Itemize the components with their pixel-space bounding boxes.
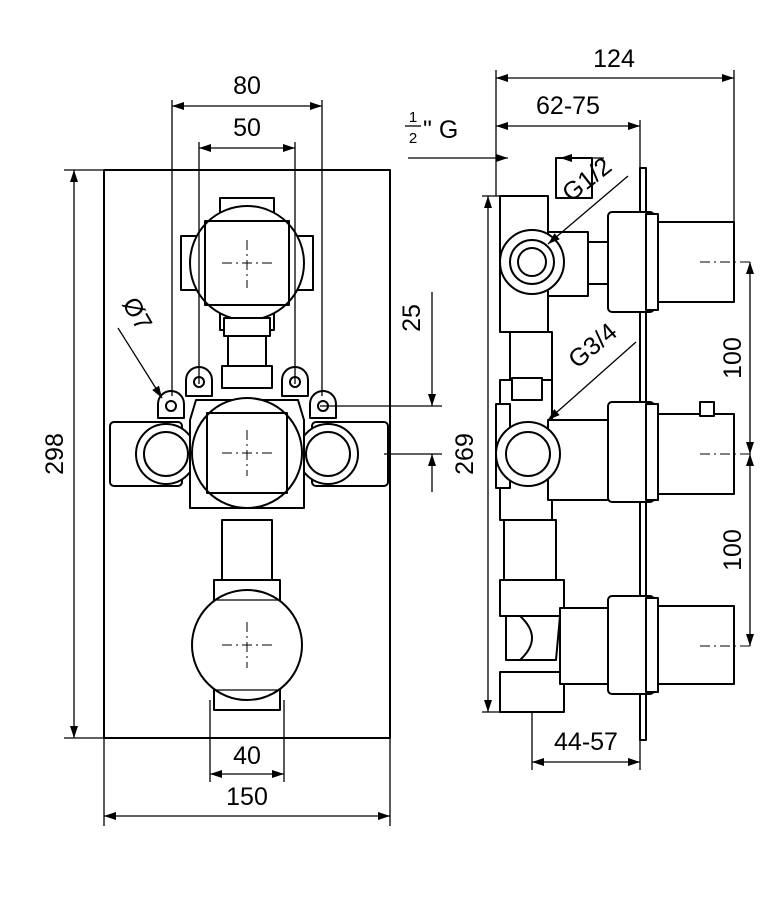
- thread-inlet-label: " G: [423, 116, 458, 144]
- dim-100-upper-label: 100: [719, 337, 747, 379]
- dim-hole-diameter: Ø7: [116, 293, 163, 399]
- dim-44-57: 44-57: [531, 712, 641, 770]
- dim-269: 269: [451, 195, 500, 713]
- dim-25-label: 25: [398, 304, 426, 332]
- svg-text:1: 1: [409, 109, 417, 126]
- dim-40: 40: [209, 700, 285, 782]
- mounting-lug-left: [157, 390, 185, 419]
- dim-40-label: 40: [233, 742, 261, 770]
- handle-bottom: [607, 595, 750, 695]
- side-middle-valve: [495, 377, 609, 501]
- mounting-lug-right: [309, 390, 337, 419]
- dim-50-label: 50: [233, 114, 261, 142]
- front-view: 80 50 Ø7 298 25: [41, 72, 442, 826]
- dim-44-57-label: 44-57: [554, 728, 618, 756]
- dim-50: 50: [198, 114, 296, 384]
- dim-62-75: 62-75: [496, 92, 641, 168]
- side-bottom-fitting: [499, 579, 609, 713]
- dim-124-label: 124: [593, 45, 635, 73]
- dim-80: 80: [171, 72, 323, 396]
- center-marks: [222, 240, 272, 668]
- svg-text:2: 2: [409, 130, 417, 147]
- dim-25: 25: [320, 292, 442, 492]
- dim-62-75-label: 62-75: [536, 92, 600, 120]
- thread-inlet: 1 2 " G: [405, 109, 508, 162]
- handle-middle: [607, 401, 750, 503]
- dim-80-label: 80: [233, 72, 261, 100]
- handle-top: [607, 211, 750, 313]
- dim-124: 124: [495, 45, 735, 222]
- dim-hole-diameter-label: Ø7: [116, 293, 157, 336]
- dim-269-label: 269: [451, 433, 479, 475]
- side-view: 124 62-75 1 2 " G G1/2 G3/4: [405, 45, 754, 770]
- dim-100-upper: 100: [719, 262, 754, 454]
- dim-100-lower-label: 100: [719, 529, 747, 571]
- dim-150: 150: [103, 738, 391, 826]
- dim-298: 298: [41, 169, 104, 739]
- dim-298-label: 298: [41, 433, 69, 475]
- dim-150-label: 150: [226, 783, 268, 811]
- thread-g34-label: G3/4: [563, 318, 623, 374]
- dim-100-lower: 100: [719, 454, 754, 646]
